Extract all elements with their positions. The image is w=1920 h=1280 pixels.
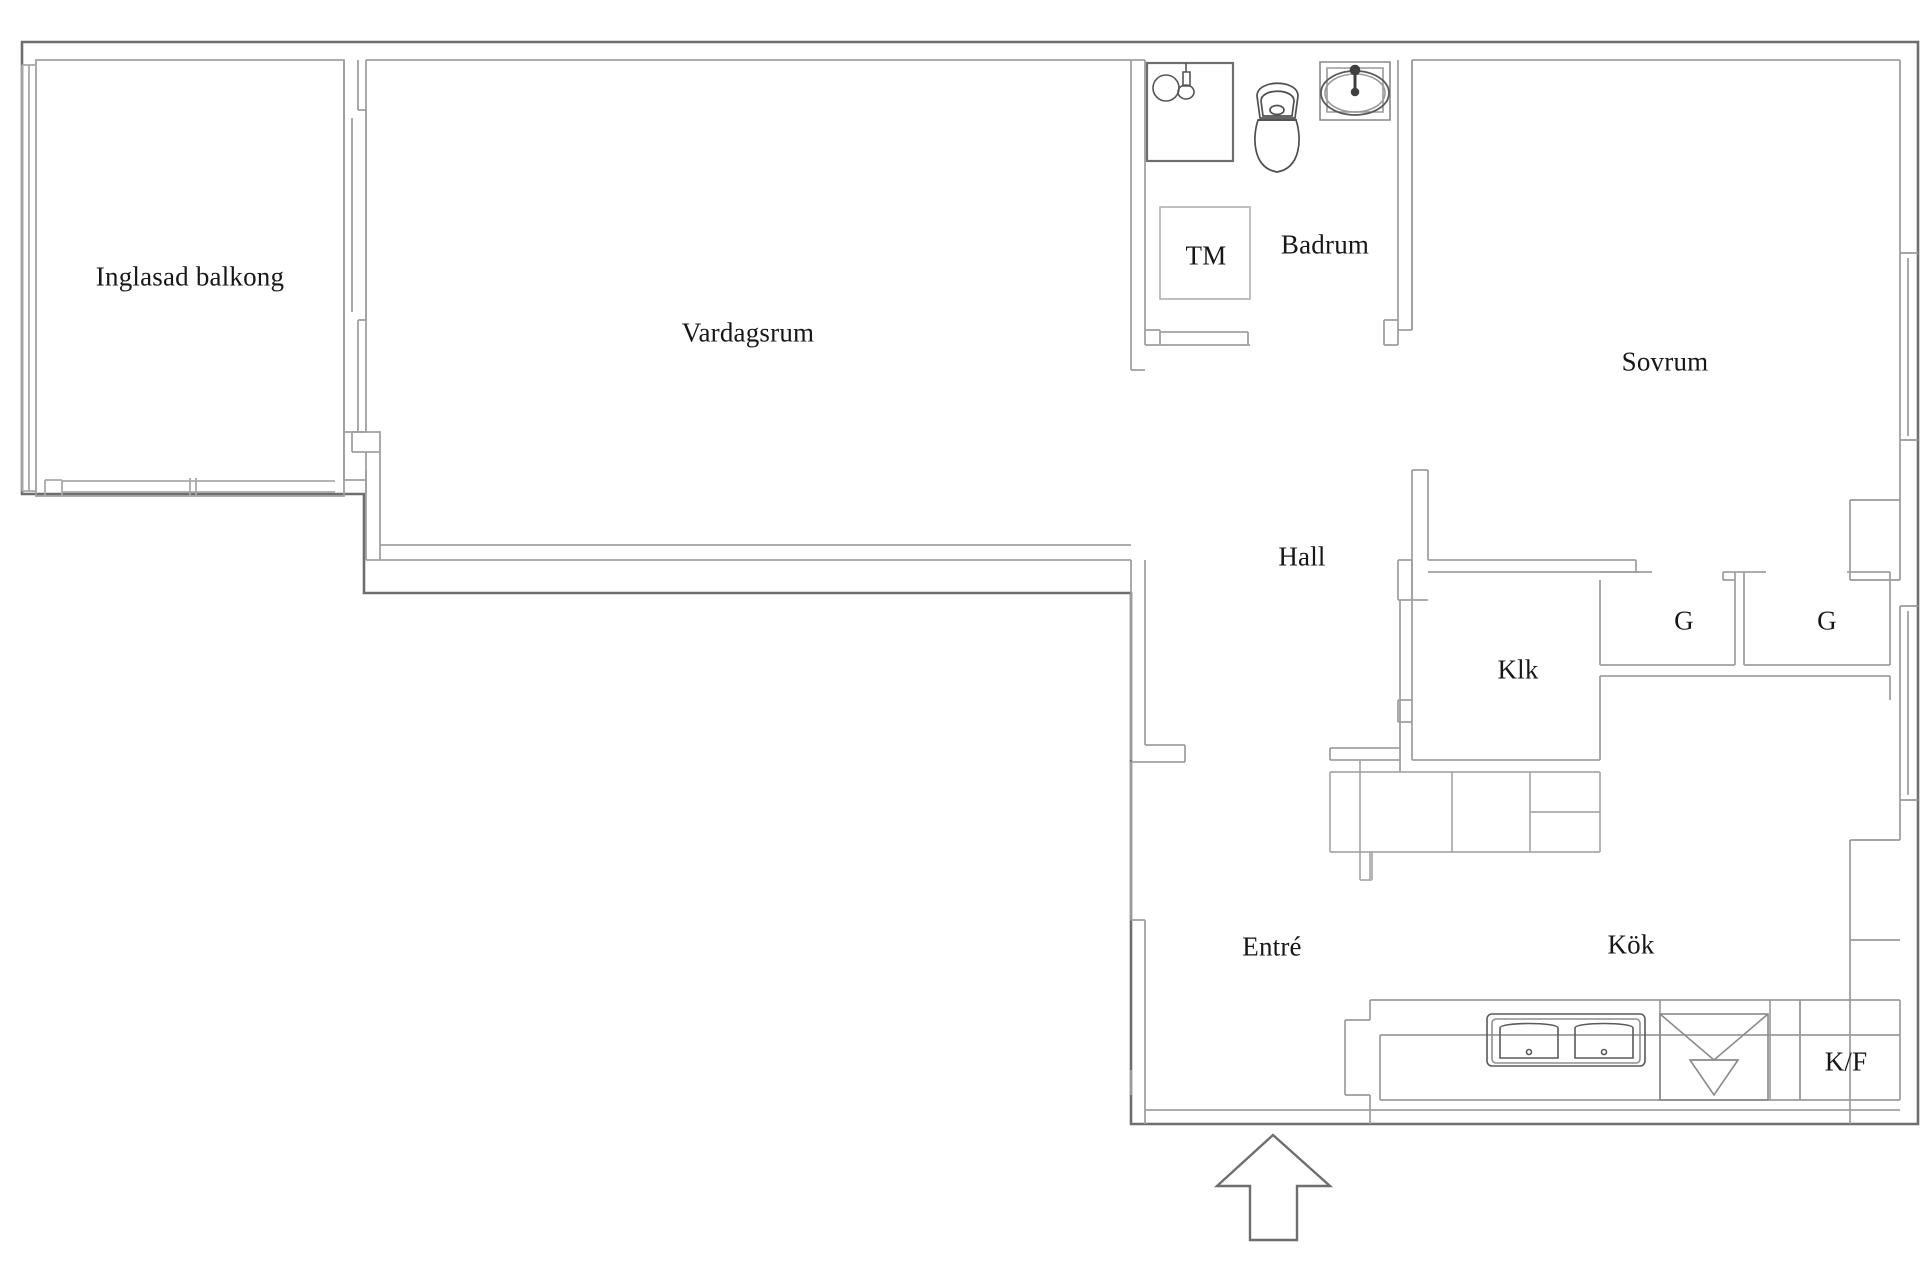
room-label-kf: K/F [1824,1046,1868,1077]
wall-hall-closet-band [1599,675,1891,760]
room-label-balkong: Inglasad balkong [95,261,285,292]
room-label-entre: Entré [1242,931,1302,962]
shower-cabin [1145,61,1235,163]
room-label-kok: Kök [1607,929,1655,960]
window-right-hall [1849,499,1901,581]
room-label-garderob-2: G [1817,605,1837,636]
wall-closet-g1 [1599,571,1736,666]
wall-livingroom-notch [351,431,366,453]
washbasin [1319,61,1391,121]
room-label-badrum: Badrum [1280,229,1370,260]
toilet [1254,82,1300,173]
window-right-bedroom [1899,60,1918,500]
kitchen-sink-double-bowl [1486,1013,1646,1067]
fridge-freezer [1799,1000,1901,1100]
room-label-garderob-1: G [1674,605,1694,636]
room-label-vardagsrum: Vardagsrum [681,317,815,348]
entrance-direction-arrow [1213,1133,1334,1242]
room-label-tm: TM [1185,240,1227,271]
wall-livingroom [365,59,1145,561]
wall-bedroom [1411,59,1900,601]
wall-balcony-livingroom [343,60,367,493]
wall-outer-envelope [20,40,1920,1126]
shower-fittings [1152,63,1195,102]
stove-hob [1659,1013,1769,1101]
room-label-hall: Hall [1278,541,1326,572]
room-label-klk: Klk [1497,654,1539,685]
room-label-sovrum: Sovrum [1621,346,1709,377]
balcony-glazing [21,59,345,497]
window-right-kitchen [1849,605,1918,1124]
wall-closet-g2 [1723,571,1891,666]
upper-cabinets [1329,760,1601,881]
wall-klk [1329,559,1600,772]
wall-hall [1130,560,1186,1124]
washing-machine-tm [1159,206,1251,300]
